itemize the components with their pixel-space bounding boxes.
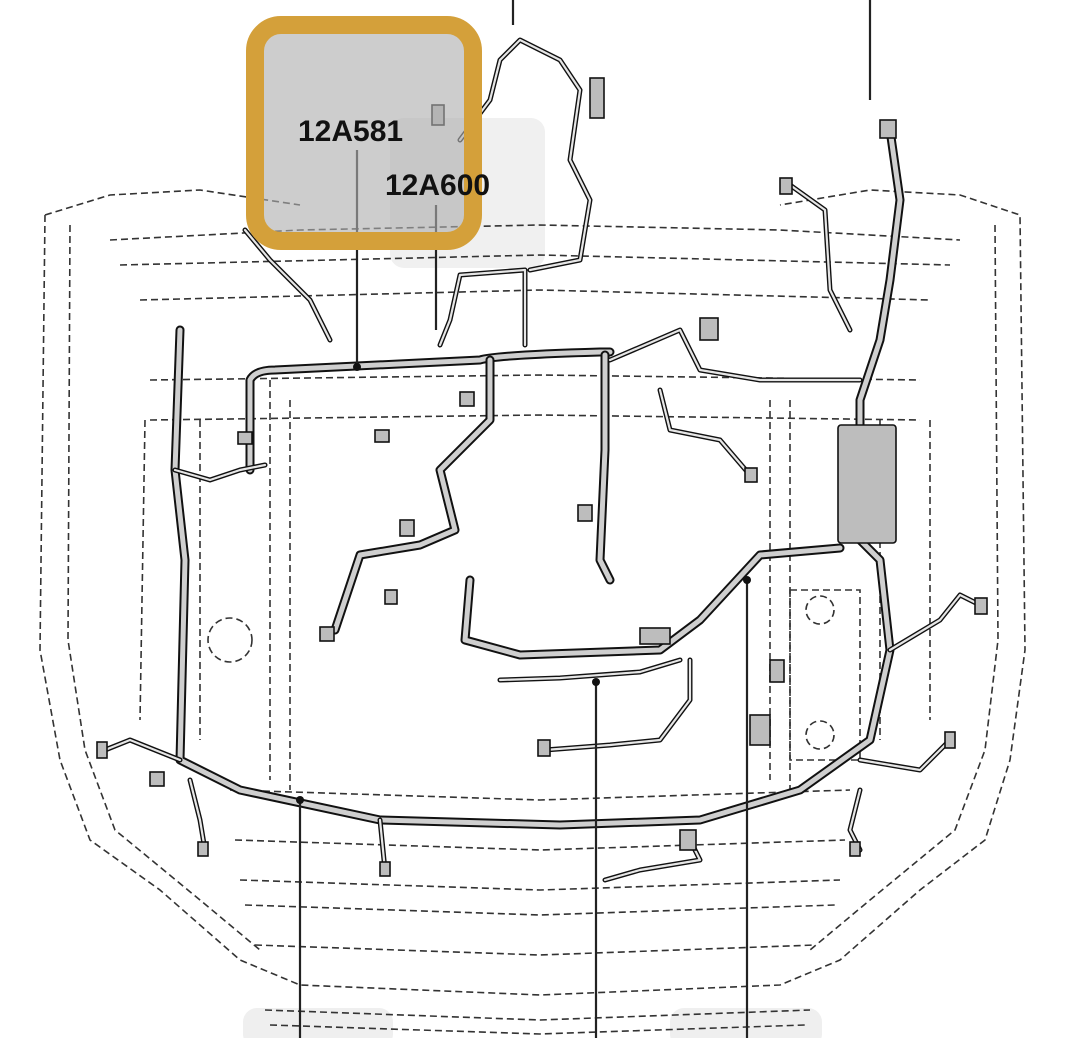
faint-panel-bottom-left: [243, 1008, 393, 1038]
callout-12a581: 12A581: [298, 115, 403, 148]
junction-box: [837, 424, 897, 544]
main-harness: [102, 37, 983, 883]
vehicle-body-outline: [39, 189, 1026, 1035]
connectors: [96, 77, 988, 877]
highlight-box: [246, 16, 482, 250]
callout-12a600: 12A600: [385, 169, 490, 202]
